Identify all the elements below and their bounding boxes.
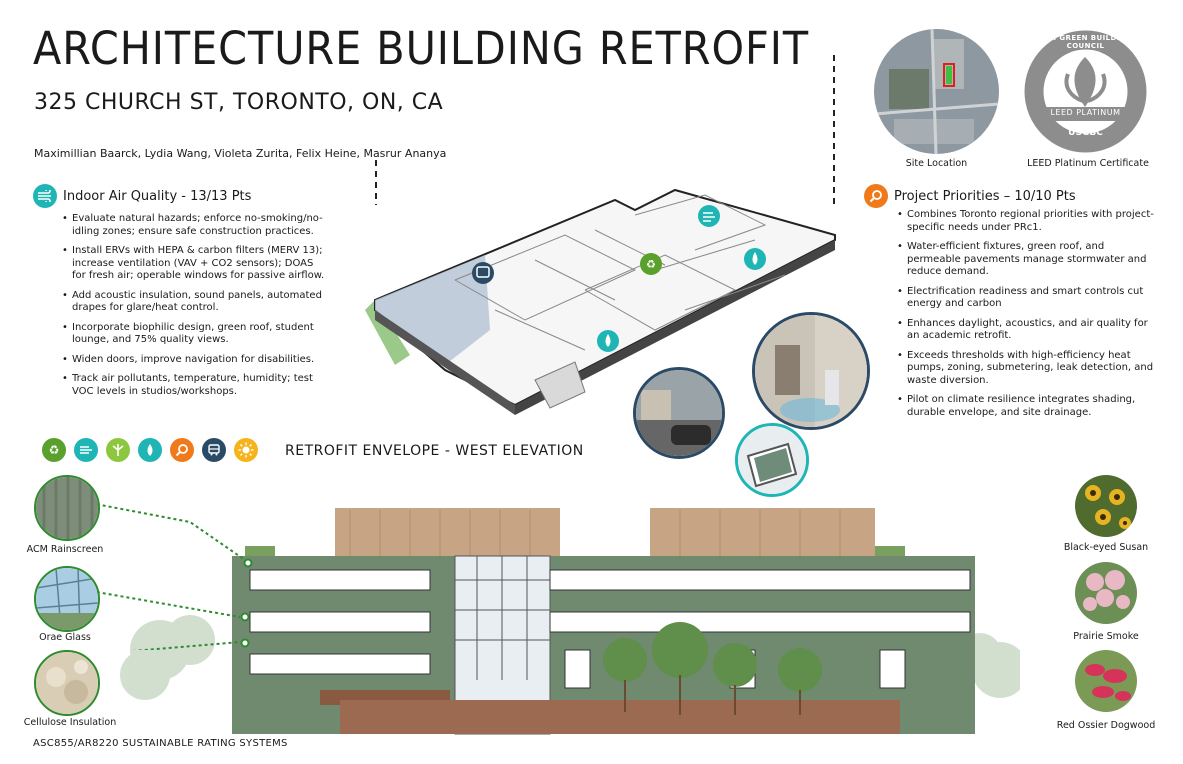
leed-ring-text: U.S. GREEN BUILDING COUNCIL: [1038, 34, 1133, 50]
list-item: Exceeds thresholds with high-efficiency …: [895, 350, 1160, 388]
photo-exterior: [633, 367, 725, 459]
list-item: Widen doors, improve navigation for disa…: [60, 354, 325, 367]
list-item: Incorporate biophilic design, green roof…: [60, 322, 325, 347]
plant-label: Prairie Smoke: [1073, 631, 1139, 642]
authors-line: Maximillian Baarck, Lydia Wang, Violeta …: [34, 147, 447, 160]
plant-prairie-smoke-image: [1075, 562, 1137, 624]
list-item: Pilot on climate resilience integrates s…: [895, 394, 1160, 419]
list-item: Electrification readiness and smart cont…: [895, 286, 1160, 311]
list-item: Evaluate natural hazards; enforce no-smo…: [60, 213, 325, 238]
water-drop-icon: [138, 438, 162, 462]
material-label: ACM Rainscreen: [26, 544, 104, 555]
material-glass-image: [34, 566, 100, 632]
west-elevation-drawing: [120, 508, 1020, 735]
bus-icon: [202, 438, 226, 462]
plant-black-eyed-susan-image: [1075, 475, 1137, 537]
leed-bottom-text: USGBC: [1068, 128, 1103, 138]
list-item: Install ERVs with HEPA & carbon filters …: [60, 245, 325, 283]
list-item: Add acoustic insulation, sound panels, a…: [60, 290, 325, 315]
site-location-map: [874, 29, 999, 154]
category-icon-row: ♻: [42, 438, 258, 462]
wind-turbine-icon: [106, 438, 130, 462]
recycle-icon: ♻: [42, 438, 66, 462]
plant-red-osier-dogwood-image: [1075, 650, 1137, 712]
leed-ribbon-text: LEED PLATINUM: [1050, 108, 1121, 117]
axonometric-drawing: ♻: [365, 188, 836, 415]
sun-icon: [234, 438, 258, 462]
material-cellulose-image: [34, 650, 100, 716]
list-item: Track air pollutants, temperature, humid…: [60, 373, 325, 398]
svg-text:♻: ♻: [646, 258, 656, 271]
photo-interior: [752, 312, 870, 430]
material-leaders: [84, 501, 246, 650]
page-subtitle: 325 CHURCH ST, TORONTO, ON, CA: [34, 90, 444, 115]
air-icon: [74, 438, 98, 462]
material-acm-image: [34, 475, 100, 541]
leader-lines: [375, 55, 835, 205]
list-item: Water-efficient fixtures, green roof, an…: [895, 241, 1160, 279]
leed-platinum-seal: LEED PLATINUM USGBC U.S. GREEN BUILDING …: [1023, 29, 1148, 154]
priorities-header: Project Priorities – 10/10 Pts: [864, 184, 1076, 208]
search-icon: [864, 184, 888, 208]
indoor-air-list: Evaluate natural hazards; enforce no-smo…: [60, 213, 325, 405]
site-location-caption: Site Location: [905, 158, 968, 169]
photo-window: [735, 423, 809, 497]
leed-caption: LEED Platinum Certificate: [1027, 158, 1149, 169]
list-item: Combines Toronto regional priorities wit…: [895, 209, 1160, 234]
priorities-title: Project Priorities – 10/10 Pts: [894, 188, 1076, 204]
plant-label: Black-eyed Susan: [1063, 542, 1149, 553]
course-footer: ASC855/AR8220 SUSTAINABLE RATING SYSTEMS: [33, 738, 288, 749]
elevation-title: RETROFIT ENVELOPE - WEST ELEVATION: [285, 443, 584, 459]
indoor-air-title: Indoor Air Quality - 13/13 Pts: [63, 188, 252, 204]
priorities-list: Combines Toronto regional priorities wit…: [895, 209, 1160, 426]
material-label: Cellulose Insulation: [23, 717, 117, 728]
plant-label: Red Ossier Dogwood: [1056, 720, 1156, 731]
indoor-air-header: Indoor Air Quality - 13/13 Pts: [33, 184, 251, 208]
list-item: Enhances daylight, acoustics, and air qu…: [895, 318, 1160, 343]
search-icon: [170, 438, 194, 462]
material-label: Orae Glass: [39, 632, 91, 643]
page-title: ARCHITECTURE BUILDING RETROFIT: [33, 22, 810, 75]
air-icon: [33, 184, 57, 208]
